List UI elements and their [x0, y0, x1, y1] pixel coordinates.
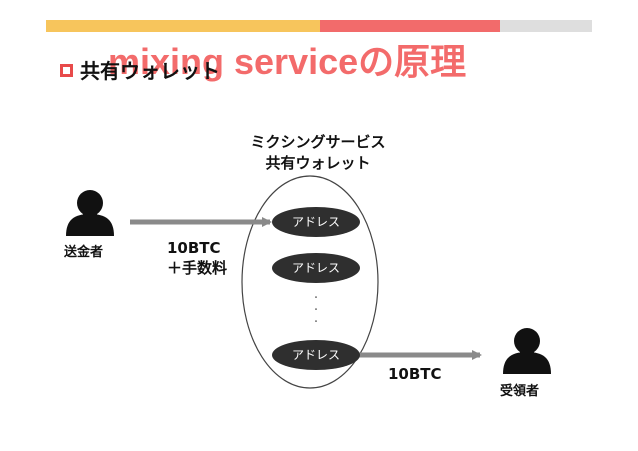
top-bar-gray	[500, 20, 592, 32]
receiver-person-icon	[503, 328, 551, 374]
address-label-3: アドレス	[292, 348, 340, 362]
address-pill-1: アドレス	[272, 207, 360, 237]
receiver-label: 受領者	[500, 384, 540, 399]
wallet-title: ミクシングサービス 共有ウォレット	[228, 132, 408, 174]
top-bar-red	[320, 20, 500, 32]
address-pill-3: アドレス	[272, 340, 360, 370]
ellipsis-dots: ・・・	[312, 293, 320, 326]
wallet-title-line1: ミクシングサービス	[250, 133, 386, 151]
amount-in-line2: ＋手数料	[167, 259, 228, 277]
bullet-square-icon	[60, 64, 73, 77]
address-label-1: アドレス	[292, 215, 340, 229]
address-pill-2: アドレス	[272, 253, 360, 283]
overlay-title: 共有ウォレット	[80, 59, 220, 83]
shared-wallet-ellipse	[241, 175, 379, 389]
address-label-2: アドレス	[292, 261, 340, 275]
amount-out: 10BTC	[388, 365, 442, 383]
wallet-title-line2: 共有ウォレット	[265, 154, 371, 172]
sender-person-icon	[66, 190, 114, 236]
top-bar-yellow	[46, 20, 320, 32]
amount-in-line1: 10BTC	[167, 239, 221, 257]
sender-label: 送金者	[64, 245, 104, 260]
slide-title: mixing serviceの原理	[108, 41, 467, 82]
amount-in: 10BTC ＋手数料	[167, 238, 227, 278]
